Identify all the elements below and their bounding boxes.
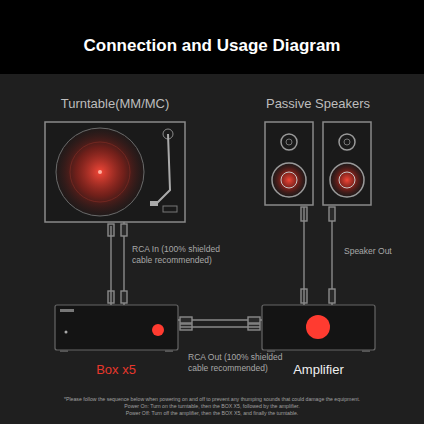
device-label: Amplifier xyxy=(250,362,387,377)
device-node: Box x5 xyxy=(52,305,180,377)
device-heading: Turntable(MM/MC) xyxy=(20,96,210,111)
diagram-title: Connection and Usage Diagram xyxy=(0,36,424,56)
cable-label: Speaker Out xyxy=(344,246,414,257)
device-node: Passive Speakers xyxy=(258,96,378,207)
cable-connector xyxy=(110,226,111,305)
power-note: *Please follow the sequence below when p… xyxy=(4,396,420,403)
device-node: Turntable(MM/MC) xyxy=(40,96,190,226)
notes-block: *Please follow the sequence below when p… xyxy=(4,396,420,416)
speakers-drawing xyxy=(265,122,371,205)
cable-label: RCA In (100% shielded cable recommended) xyxy=(132,244,232,265)
cable-label: RCA Out (100% shielded cable recommended… xyxy=(188,352,298,373)
device-label: Box x5 xyxy=(42,362,190,377)
amplifier-drawing xyxy=(262,305,375,352)
device-heading: Passive Speakers xyxy=(238,96,398,111)
device-node: Amplifier xyxy=(260,305,377,377)
turntable-drawing xyxy=(45,122,185,222)
cable-decoration xyxy=(108,207,335,330)
box-x5-drawing xyxy=(55,305,178,352)
power-note: Power On: Turn on the turntable, then th… xyxy=(4,403,420,410)
cable-connector xyxy=(303,207,304,305)
cable-connector xyxy=(180,326,260,327)
power-note: Power Off: Turn off the amplifier, then … xyxy=(4,410,420,417)
